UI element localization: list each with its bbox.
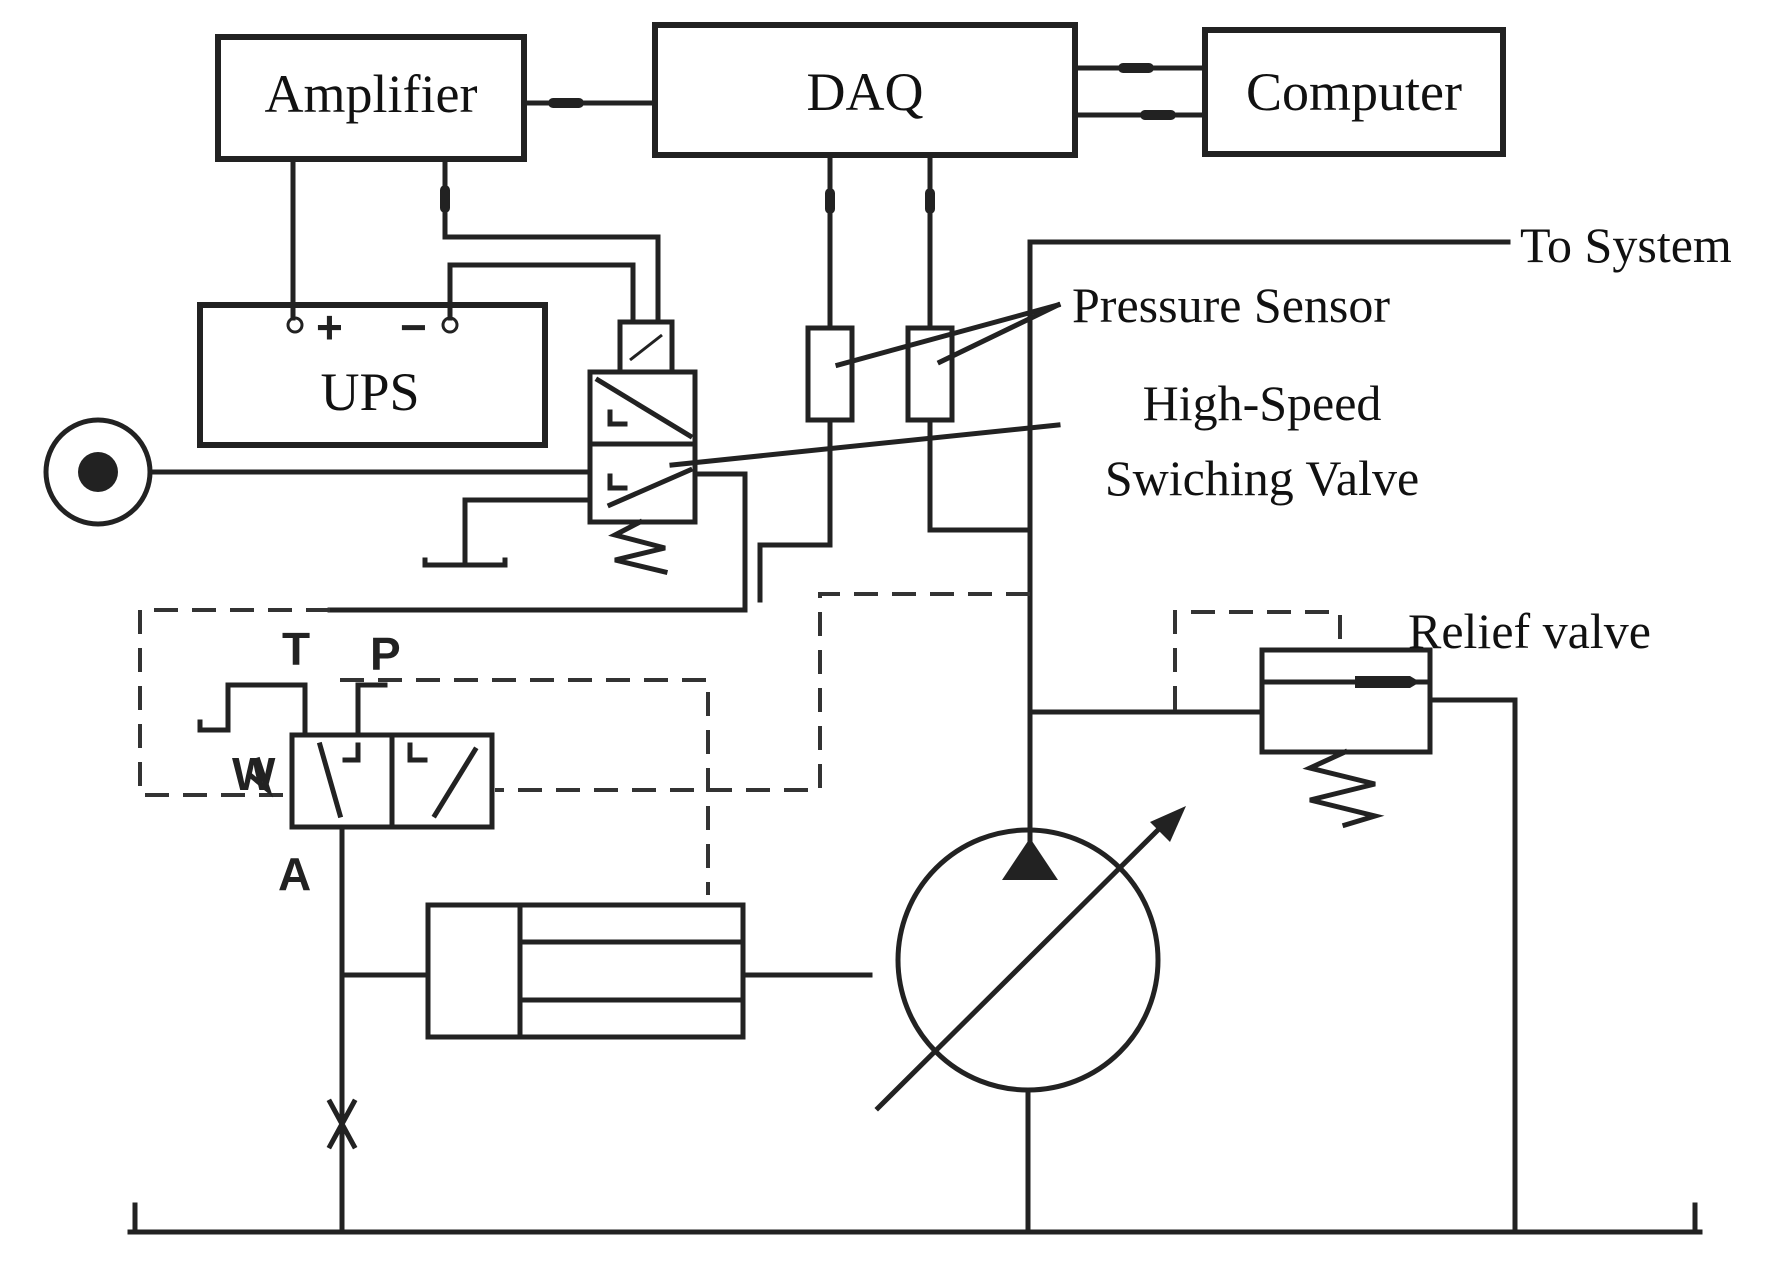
variable-displacement-pump: [874, 806, 1186, 1235]
daq-block: DAQ: [652, 22, 1078, 158]
relief-valve: [1173, 610, 1518, 1235]
signal-wiring: [290, 63, 1208, 331]
computer-block: Computer: [1202, 27, 1506, 157]
main-pressure-line: [1027, 239, 1511, 843]
throttle-symbol: [326, 972, 358, 1235]
daq-label: DAQ: [807, 62, 924, 122]
ups-plus-sign: +: [316, 301, 343, 353]
ups-minus-sign: −: [400, 301, 427, 353]
callouts: To System Pressure Sensor High-Speed Swi…: [669, 217, 1732, 659]
port-t-label: T: [282, 623, 310, 675]
pressure-sensor-2: [905, 325, 1033, 533]
high-speed-valve-label-line1: High-Speed: [1143, 375, 1382, 431]
port-a-label: A: [278, 848, 311, 900]
amplifier-block: Amplifier: [215, 34, 527, 162]
high-speed-switching-valve: [147, 319, 748, 613]
ups-label: UPS: [320, 362, 419, 422]
pressure-source-symbol: [43, 417, 153, 527]
pressure-sensor-label: Pressure Sensor: [1072, 277, 1390, 333]
actuator-cylinder: [339, 824, 873, 1040]
port-w-label: W: [232, 748, 276, 800]
relief-valve-label: Relief valve: [1408, 603, 1651, 659]
directional-control-valve: T P A W: [197, 623, 495, 900]
tank-return-line: [127, 1202, 1703, 1235]
ups-block: UPS + −: [197, 301, 548, 448]
pressure-sensor-1: [757, 325, 855, 603]
pilot-lines: [138, 592, 1030, 895]
to-system-label: To System: [1520, 217, 1732, 273]
amplifier-label: Amplifier: [265, 64, 478, 124]
high-speed-valve-label-line2: Swiching Valve: [1105, 450, 1419, 506]
port-p-label: P: [370, 628, 401, 680]
computer-label: Computer: [1246, 62, 1462, 122]
